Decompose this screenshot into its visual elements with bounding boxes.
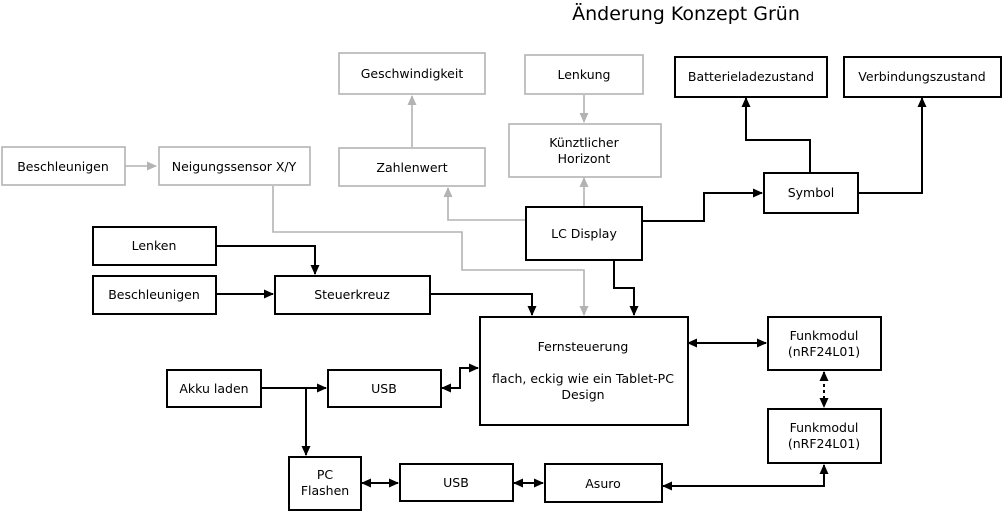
node-lc-display: LC Display xyxy=(525,206,643,261)
node-label: Symbol xyxy=(788,185,835,200)
node-label: Asuro xyxy=(585,476,621,491)
node-zahlenwert: Zahlenwert xyxy=(338,147,486,187)
node-batterieladezustand: Batterieladezustand xyxy=(674,56,828,98)
node-akku-laden: Akku laden xyxy=(166,369,262,408)
edge-lenken-to-steuerkreuz xyxy=(216,245,320,275)
node-pc-flashen: PC Flashen xyxy=(288,456,362,511)
node-label-line2: Horizont xyxy=(558,151,611,166)
node-label: Batterieladezustand xyxy=(688,69,814,84)
node-funkmodul-2: Funkmodul (nRF24L01) xyxy=(767,408,882,464)
node-verbindungszustand: Verbindungszustand xyxy=(843,56,1002,98)
node-label: Beschleunigen xyxy=(108,287,200,302)
node-usb-top: USB xyxy=(327,369,442,408)
node-label: Beschleunigen xyxy=(17,159,109,174)
diagram-title: Änderung Konzept Grün xyxy=(572,2,800,25)
edge-lcdisplay-to-zahlenwert xyxy=(443,187,526,221)
node-label: USB xyxy=(371,381,397,396)
edge-usb-fernsteuerung xyxy=(441,363,479,393)
node-geschwindigkeit: Geschwindigkeit xyxy=(338,52,486,95)
node-funkmodul-1: Funkmodul (nRF24L01) xyxy=(767,316,882,371)
node-label: Steuerkreuz xyxy=(314,287,390,302)
node-steuerkreuz: Steuerkreuz xyxy=(274,275,431,315)
node-label: Akku laden xyxy=(179,381,248,396)
node-symbol: Symbol xyxy=(763,172,859,214)
node-label-line2: Flashen xyxy=(301,483,349,498)
node-label: Lenken xyxy=(132,238,177,253)
node-label-line1: Funkmodul xyxy=(790,420,859,435)
node-beschleunigen-bottom: Beschleunigen xyxy=(92,275,217,315)
node-label: LC Display xyxy=(551,226,617,241)
edge-lcdisplay-to-symbol xyxy=(642,188,763,222)
node-label-line1: Fernsteuerung xyxy=(538,339,629,354)
node-label-line2: flach, eckig wie ein Tablet-PC xyxy=(492,371,674,386)
node-label: Verbindungszustand xyxy=(858,69,985,84)
node-label-line1: Funkmodul xyxy=(790,328,859,343)
edge-lcdisplay-to-fernsteuerung xyxy=(613,261,639,316)
edge-symbol-to-verbindungszustand xyxy=(858,97,927,194)
node-label: Lenkung xyxy=(558,67,611,82)
node-asuro: Asuro xyxy=(544,463,663,503)
node-label: USB xyxy=(443,475,469,490)
node-label-line3: Design xyxy=(561,387,604,402)
node-neigungssensor: Neigungssensor X/Y xyxy=(158,146,311,186)
node-label-line2: (nRF24L01) xyxy=(788,344,860,359)
node-fernsteuerung: Fernsteuerung flach, eckig wie ein Table… xyxy=(479,316,689,426)
edge-symbol-to-batterieladezustand xyxy=(741,97,811,172)
node-label-line2: (nRF24L01) xyxy=(788,436,860,451)
node-beschleunigen-top: Beschleunigen xyxy=(1,146,126,186)
node-label: Neigungssensor X/Y xyxy=(172,159,297,174)
node-label-line1: Künztlicher xyxy=(549,135,619,150)
node-label-line1: PC xyxy=(317,467,334,482)
node-kuenstlicher-horizont: Künztlicher Horizont xyxy=(508,123,662,178)
edge-neigungssensor-to-fernsteuerung xyxy=(272,186,589,316)
node-lenken: Lenken xyxy=(92,226,217,266)
node-usb-bottom: USB xyxy=(399,463,514,502)
edge-asuro-funkmodul2 xyxy=(662,464,829,491)
node-label: Zahlenwert xyxy=(376,160,447,175)
node-label: Geschwindigkeit xyxy=(361,66,464,81)
edge-steuerkreuz-to-fernsteuerung xyxy=(430,293,537,316)
node-lenkung: Lenkung xyxy=(524,54,644,95)
